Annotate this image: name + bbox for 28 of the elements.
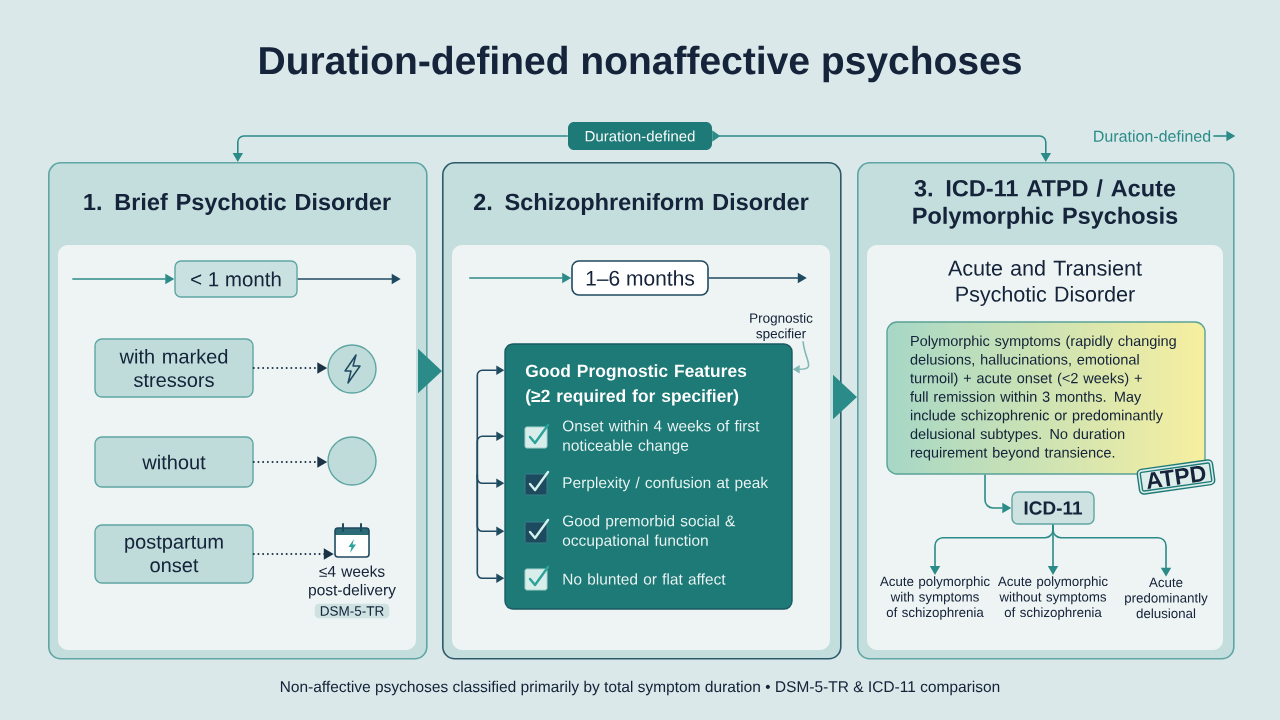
label-pill: Duration-defined	[568, 122, 712, 150]
label-pill: ICD-11	[1011, 491, 1095, 525]
text-label: Acute polymorphic with symptoms of schizophrenia	[879, 576, 990, 620]
checklist-item: Perplexity / confusion at peak	[563, 476, 769, 492]
checklist-item: Good premorbid social & occupational function	[562, 515, 736, 549]
text-label: Acute predominantly delusional	[1125, 577, 1208, 619]
lightning-icon	[327, 344, 377, 394]
empty-circle	[327, 436, 377, 486]
note-text: ≤4 weeks post-delivery	[309, 565, 396, 599]
panel-subheading: Acute and Transient Psychotic Disorder	[948, 260, 1142, 307]
text-box: with marked stressors	[94, 338, 254, 398]
duration-pill: 1–6 months	[571, 260, 709, 296]
text-box: without	[94, 436, 254, 488]
text-label: Acute polymorphic without symptoms of schizophrenia	[997, 576, 1108, 620]
checklist-item: No blunted or flat affect	[563, 573, 726, 585]
calendar-icon	[334, 523, 370, 558]
checklist-item: Onset within 4 weeks of first noticeable change	[562, 420, 760, 454]
stamp: ATPD	[1136, 459, 1216, 495]
panel-heading: 3. ICD-11 ATPD / Acute Polymorphic Psychosis	[913, 179, 1178, 229]
annotation-text: Prognostic specifier	[750, 312, 813, 342]
duration-pill: < 1 month	[174, 260, 298, 298]
panel-heading: Good Prognostic Features (≥2 required for specifier)	[525, 364, 747, 406]
panel-heading: 1. Brief Psychotic Disorder	[84, 193, 391, 215]
title: Duration-defined nonaffective psychoses	[260, 45, 1021, 83]
text-label: Duration-defined	[1094, 130, 1211, 142]
caption: Non-affective psychoses classified primarily by total symptom duration • DSM-5-TR & ICD-11 comparison	[280, 680, 1000, 696]
text-box: postpartum onset	[94, 524, 254, 584]
panel-heading: 2. Schizophreniform Disorder	[474, 193, 809, 215]
